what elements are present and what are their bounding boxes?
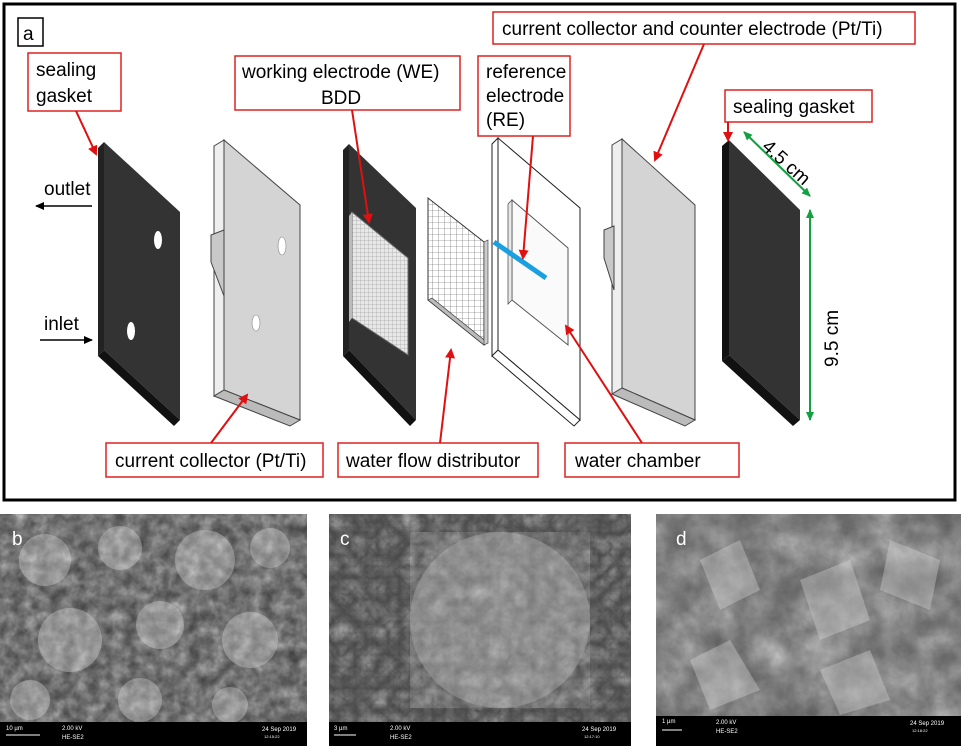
panel-a-letter-box [17,17,44,47]
svg-text:2.00 kV: 2.00 kV [716,720,736,726]
inlet-label: inlet [44,314,80,335]
sem-image-b: b 10 µm 2.00 kV HE-SE2 24 Sep 2019 12:15… [0,514,307,746]
working-electrode-gasket [343,144,416,426]
svg-text:sealing gasket: sealing gasket [733,97,855,118]
svg-text:24 Sep 2019: 24 Sep 2019 [582,727,617,733]
svg-text:12:17:10: 12:17:10 [584,734,600,739]
svg-text:reference: reference [486,62,566,83]
svg-text:b: b [12,529,23,550]
label-current-collector-bottom: current collector (Pt/Ti) [105,442,324,478]
svg-text:electrode: electrode [486,86,564,107]
svg-text:d: d [676,529,687,550]
width-dimension-line [743,131,811,197]
svg-text:3 µm: 3 µm [334,726,347,732]
water-flow-distributor [427,196,489,347]
reference-electrode-rod [492,239,548,281]
svg-text:HE-SE2: HE-SE2 [62,735,84,741]
svg-text:water chamber: water chamber [574,451,701,472]
sem-image-c: c 3 µm 2.00 kV HE-SE2 24 Sep 2019 12:17:… [329,514,631,746]
svg-text:HE-SE2: HE-SE2 [390,735,412,741]
label-water-chamber: water chamber [564,442,740,478]
svg-text:gasket: gasket [36,86,93,107]
pointer-arrows [75,43,733,444]
svg-text:current collector (Pt/Ti): current collector (Pt/Ti) [115,451,306,472]
current-collector-plate [210,138,302,427]
svg-text:c: c [340,529,350,550]
label-sealing-gasket-right: sealing gasket [724,89,873,123]
panel-a-letter: a [23,24,34,45]
sem-image-d: d 1 µm 2.00 kV HE-SE2 24 Sep 2019 12:18:… [656,514,961,746]
label-reference-electrode: reference electrode (RE) [477,55,571,137]
svg-text:water flow distributor: water flow distributor [345,451,521,472]
svg-text:2.00 kV: 2.00 kV [390,726,410,732]
svg-text:2.00 kV: 2.00 kV [62,726,82,732]
svg-text:12:18:22: 12:18:22 [912,728,928,733]
outlet-label: outlet [44,179,91,200]
svg-text:sealing: sealing [36,60,96,81]
svg-text:current collector and counter: current collector and counter electrode … [502,19,883,40]
left-sealing-gasket [98,142,180,426]
svg-text:BDD: BDD [321,88,361,109]
counter-electrode-plate [603,137,697,427]
svg-text:10 µm: 10 µm [6,726,23,732]
svg-text:24 Sep 2019: 24 Sep 2019 [262,727,297,733]
svg-text:1 µm: 1 µm [662,719,675,725]
svg-text:12:15:22: 12:15:22 [264,734,280,739]
label-current-collector-counter: current collector and counter electrode … [492,11,916,45]
label-water-flow-distributor: water flow distributor [337,442,539,478]
svg-text:(RE): (RE) [486,110,525,131]
label-sealing-gasket-left: sealing gasket [27,52,122,112]
water-chamber [491,136,581,427]
right-sealing-gasket [722,140,800,426]
label-working-electrode: working electrode (WE) BDD [234,55,461,111]
svg-text:HE-SE2: HE-SE2 [716,729,738,735]
height-dimension-label: 9.5 cm [822,310,843,367]
svg-text:working electrode (WE): working electrode (WE) [241,62,439,83]
svg-text:24 Sep 2019: 24 Sep 2019 [910,721,945,727]
